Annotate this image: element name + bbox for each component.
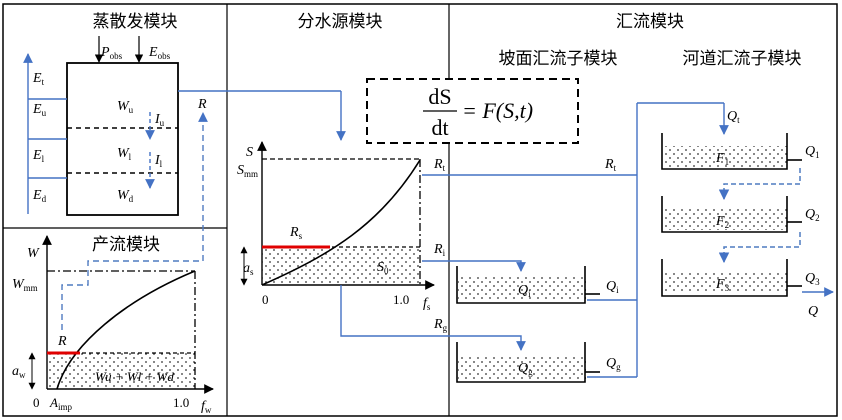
p-obs-label: Pobs [100,45,123,61]
w-axis-label: W [27,246,40,261]
groundwater-reservoir-water [458,355,586,380]
q-label: Q [808,304,818,319]
channel-submodule: F1 Q1 F2 Q2 F3 Q3 Q [661,133,834,319]
evap-module: Pobs Eobs Et Eu El Ed Wu Wl Wd Iu Il R [23,36,346,216]
aimp-label: Aimp [49,395,72,412]
il-label: Il [154,153,163,169]
fw-label: fw [201,399,212,415]
wu-label: Wu [117,99,134,115]
r-dashed-feedback [61,112,208,330]
free-water-stored-area [262,247,420,285]
et-label: Et [32,71,45,87]
el-label: El [32,148,45,164]
storage-equation: dS dt = F(S,t) [366,78,579,144]
q1-label: Q1 [805,144,820,160]
as-label: as [243,261,254,277]
wl-label: Wl [117,146,132,162]
source-outflows: Rt Rt Ri Rg [340,157,637,351]
equation-rhs: = F(S,t) [462,98,533,123]
evap-module-title: 蒸散发模块 [93,12,178,32]
wd-label: Wd [117,188,134,204]
ws-origin-label: 0 [262,292,269,307]
smm-label: Smm [237,163,258,179]
f1-label: F1 [715,151,729,167]
ri-flow-line [422,260,526,272]
free-water-capacity-curve [261,159,421,286]
s-axis-label: S [246,145,253,160]
rg-label: Rg [433,317,448,333]
q2-label: Q2 [805,207,820,223]
channel-reservoir-1-water [663,146,787,167]
rs-label: Rs [289,225,303,241]
qg-inner-label: Qg [518,361,533,377]
rt-label-routing: Rt [604,157,617,173]
rt-label-ws: Rt [433,157,446,173]
ed-label: Ed [32,188,47,204]
runoff-module-title: 产流模块 [92,235,160,255]
groundwater-reservoir [456,342,586,383]
rg-flow-line [340,285,526,351]
runoff-origin-label: 0 [33,395,40,410]
channel-reservoir-2 [661,196,788,233]
iu-label: Iu [154,112,165,128]
interflow-reservoir [456,266,586,304]
interflow-reservoir-water [458,277,586,301]
water-source-module: S Smm Rs as S0 0 1.0 fs [237,141,435,312]
runoff-x-one-label: 1.0 [173,395,189,410]
qt-label: Qt [727,109,740,125]
tension-water-capacity-curve [56,270,196,390]
cascade-link-2-3 [718,232,801,264]
eu-label: Eu [32,102,47,118]
aw-label: aw [12,364,26,380]
s0-label: S0 [377,260,389,276]
water-source-module-title: 分水源模块 [298,12,383,32]
channel-submodule-title: 河道汇流子模块 [683,49,802,69]
channel-reservoir-3-water [663,272,787,293]
f2-label: F2 [715,214,729,230]
hillslope-submodule: Qi Qg Qi Qg Qt [456,102,740,383]
equation-box [366,78,579,144]
f3-label: F3 [715,277,730,293]
runoff-module: 产流模块 R W Wmm aw 0 Aimp 1.0 fw Wu + Wl + … [12,112,214,415]
outer-frame [2,3,838,417]
equation-denominator: dt [431,115,448,140]
r-label-evap: R [197,97,207,112]
qi-out-label: Qi [606,279,619,295]
qi-inner-label: Qi [518,283,531,299]
channel-reservoir-3 [661,259,788,297]
cascade-link-1-2 [718,168,801,201]
q3-label: Q3 [805,271,820,287]
e-obs-label: Eobs [148,45,171,61]
ri-label: Ri [433,242,446,258]
equation-numerator: dS [428,84,451,109]
hillslope-submodule-title: 坡面汇流子模块 [499,49,618,69]
routing-module-title: 汇流模块 [616,12,684,32]
r-label-runoff: R [57,334,67,349]
wmm-label: Wmm [12,277,38,293]
ws-x-one-label: 1.0 [393,292,409,307]
stored-water-sum-label: Wu + Wl + Wd [95,369,174,384]
channel-reservoir-2-water [663,209,787,230]
channel-reservoir-1 [661,133,788,170]
qg-out-label: Qg [606,356,621,372]
fs-label: fs [423,296,431,312]
